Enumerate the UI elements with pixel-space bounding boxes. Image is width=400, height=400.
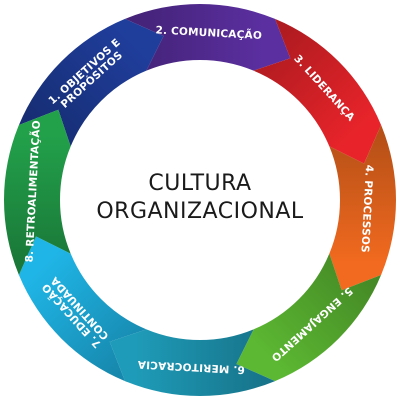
cycle-segment-2 bbox=[124, 3, 291, 71]
cycle-segment-label-line: 6. MERITOCRACIA bbox=[137, 358, 245, 376]
cycle-segment-8 bbox=[3, 109, 71, 276]
cycle-segment-label-line: 4. PROCESSOS bbox=[358, 164, 375, 253]
cycle-segment-6 bbox=[109, 329, 276, 397]
cycle-ring bbox=[3, 3, 397, 397]
cycle-segment-1 bbox=[18, 18, 164, 147]
cycle-segment-label-4: 4. PROCESSOS bbox=[358, 164, 375, 253]
cycle-segment-7 bbox=[18, 236, 147, 382]
center-title: CULTURA ORGANIZACIONAL bbox=[0, 170, 400, 226]
cycle-segment-label-line: 2. COMUNICAÇÃO bbox=[155, 23, 262, 42]
center-title-line2: ORGANIZACIONAL bbox=[96, 199, 304, 224]
cycle-segment-3 bbox=[253, 18, 382, 164]
cycle-segment-label-6: 6. MERITOCRACIA bbox=[137, 358, 245, 376]
cycle-segment-label-2: 2. COMUNICAÇÃO bbox=[155, 23, 262, 42]
center-title-line1: CULTURA bbox=[148, 171, 252, 196]
cycle-segment-4 bbox=[329, 124, 397, 291]
cycle-segment-5 bbox=[236, 253, 382, 382]
